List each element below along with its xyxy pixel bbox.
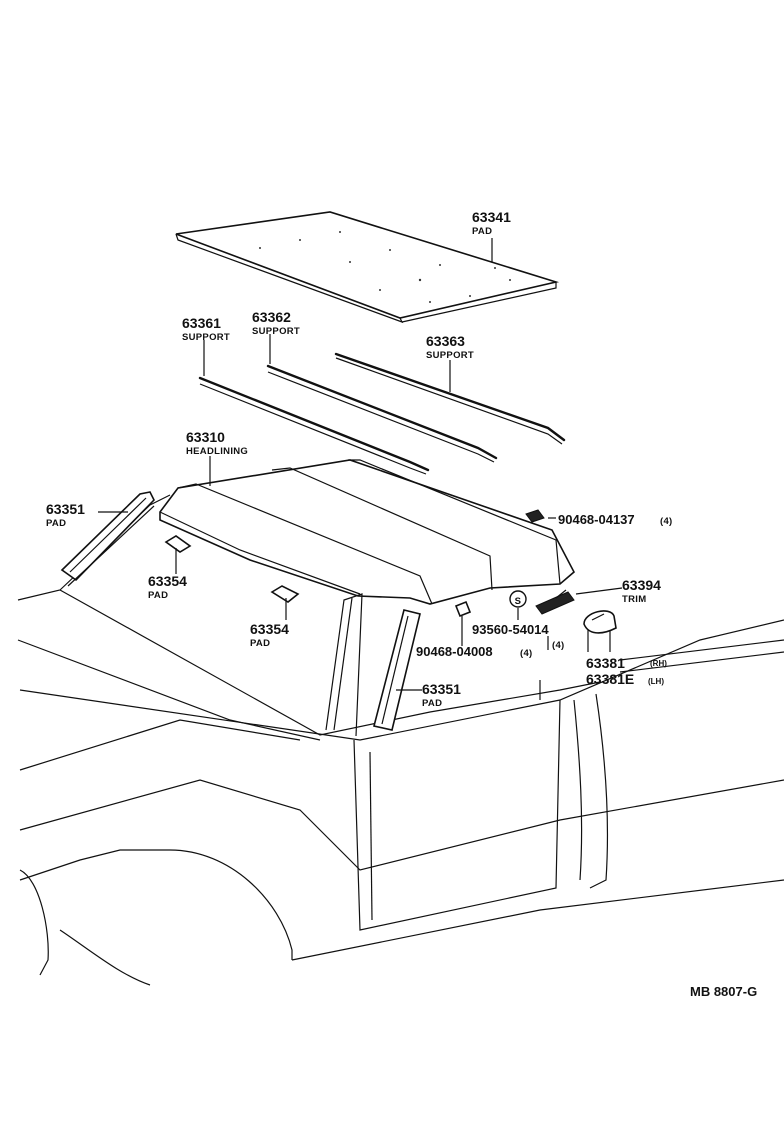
svg-text:SUPPORT: SUPPORT (182, 332, 230, 343)
svg-text:SUPPORT: SUPPORT (252, 326, 300, 337)
right-pillar-pad-part (325, 593, 421, 737)
svg-text:93560-54014: 93560-54014 (472, 622, 549, 637)
support-63363-part (334, 352, 566, 445)
roof-pad-part (175, 211, 560, 324)
svg-text:63362: 63362 (252, 309, 291, 325)
label-pad-top: 63341 PAD (472, 209, 511, 237)
label-cover: 63381 (RH) 63381E (LH) (586, 655, 667, 687)
svg-text:HEADLINING: HEADLINING (186, 446, 248, 457)
svg-text:SUPPORT: SUPPORT (426, 350, 474, 361)
sun-pad-2-part (270, 585, 300, 603)
svg-text:PAD: PAD (472, 226, 492, 237)
left-pillar-pad-part (60, 491, 155, 587)
label-support-3: 63363 SUPPORT (426, 333, 474, 361)
svg-text:(4): (4) (520, 648, 533, 659)
svg-text:(RH): (RH) (650, 659, 667, 668)
svg-text:90468-04137: 90468-04137 (558, 512, 635, 527)
svg-text:90468-04008: 90468-04008 (416, 644, 493, 659)
label-support-2: 63362 SUPPORT (252, 309, 300, 337)
svg-text:TRIM: TRIM (622, 594, 646, 605)
svg-text:63381: 63381 (586, 655, 625, 671)
svg-text:63351: 63351 (422, 681, 461, 697)
car-body (17, 494, 784, 986)
svg-text:63354: 63354 (148, 573, 187, 589)
svg-text:MB 8807-G: MB 8807-G (690, 984, 757, 999)
label-bolt-04008: 90468-04008 (4) (416, 644, 533, 659)
svg-text:63361: 63361 (182, 315, 221, 331)
clip-04008-part (454, 600, 472, 618)
support-63362-part (266, 364, 498, 463)
screw-54014-part: S (509, 590, 527, 608)
leader-lines (98, 238, 623, 691)
svg-text:(4): (4) (552, 640, 565, 651)
svg-text:63381E: 63381E (586, 671, 634, 687)
label-sun-pad-2: 63354 PAD (250, 621, 289, 649)
label-sun-pad-1: 63354 PAD (148, 573, 187, 601)
label-trim: 63394 TRIM (622, 577, 661, 605)
label-headlining: 63310 HEADLINING (186, 429, 248, 457)
label-reference: MB 8807-G (690, 984, 757, 999)
svg-text:PAD: PAD (148, 590, 168, 601)
svg-text:(LH): (LH) (648, 677, 664, 686)
svg-text:63310: 63310 (186, 429, 225, 445)
svg-text:63354: 63354 (250, 621, 289, 637)
svg-text:63363: 63363 (426, 333, 465, 349)
sun-pad-1-part (164, 535, 192, 553)
screw-marker-text: S (515, 596, 522, 607)
label-bolt-04137: 90468-04137 (4) (558, 512, 673, 527)
label-support-1: 63361 SUPPORT (182, 315, 230, 343)
support-63361-part (198, 376, 430, 475)
svg-text:63351: 63351 (46, 501, 85, 517)
svg-text:(4): (4) (660, 516, 673, 527)
svg-text:PAD: PAD (46, 518, 66, 529)
label-pad-right: 63351 PAD (422, 681, 461, 709)
label-pad-left: 63351 PAD (46, 501, 85, 529)
svg-text:PAD: PAD (250, 638, 270, 649)
clip-04137-part (525, 509, 545, 523)
cover-part (583, 610, 617, 634)
svg-text:63394: 63394 (622, 577, 661, 593)
headlining-part (159, 459, 576, 605)
label-bolt-54014: 93560-54014 (4) (472, 622, 565, 651)
svg-text:PAD: PAD (422, 698, 442, 709)
svg-text:63341: 63341 (472, 209, 511, 225)
trim-part (535, 589, 575, 615)
